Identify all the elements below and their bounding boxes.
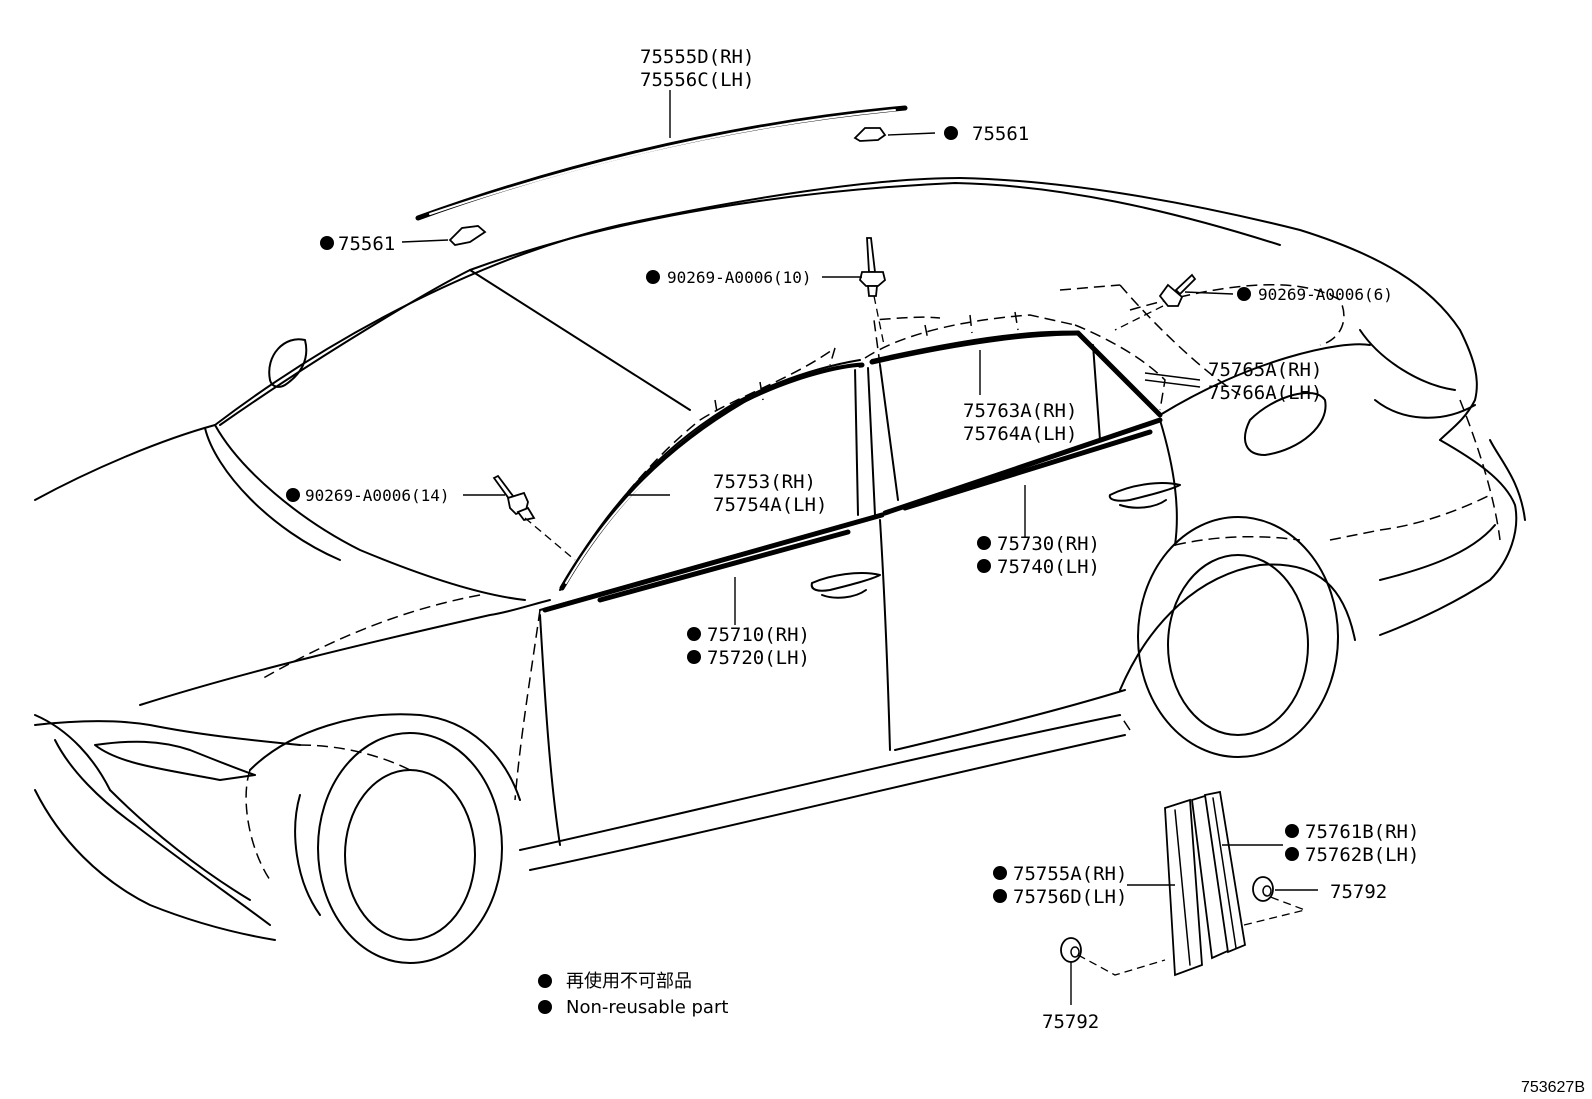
legend: 再使用不可部品 Non-reusable part: [538, 971, 728, 1018]
callout-rear-door-frame-lh: 75764A(LH): [963, 423, 1077, 445]
callout-front-pillar-rh: 75755A(RH): [1013, 863, 1127, 885]
roof-clip-front-part: [448, 225, 487, 246]
callout-front-door-frame-rh: 75753(RH): [713, 471, 816, 493]
rear-quarter-moulding: [1075, 330, 1163, 418]
non-reusable-marker: [646, 270, 660, 284]
callout-rear-door-frame-rh: 75763A(RH): [963, 400, 1077, 422]
non-reusable-marker: [977, 536, 991, 550]
clip-pin-roof: [859, 237, 887, 297]
non-reusable-marker: [687, 627, 701, 641]
non-reusable-marker: [687, 650, 701, 664]
callout-rear-pillar-lh: 75762B(LH): [1305, 844, 1419, 866]
legend-dot-icon: [538, 1000, 552, 1014]
callout-roof-moulding-rh: 75555D(RH): [640, 46, 754, 68]
non-reusable-marker: [944, 126, 958, 140]
callout-rear-pillar-rh: 75761B(RH): [1305, 821, 1419, 843]
legend-dot-icon: [538, 974, 552, 988]
non-reusable-marker: [977, 559, 991, 573]
non-reusable-marker: [993, 889, 1007, 903]
front-door-frame-moulding: [559, 362, 865, 591]
callout-front-belt-lh: 75720(LH): [707, 647, 810, 669]
car-body-outline: [34, 177, 1526, 964]
callout-roof-moulding-lh: 75556C(LH): [640, 69, 754, 91]
non-reusable-marker: [286, 488, 300, 502]
pillar-garnish-parts: [1060, 790, 1308, 977]
non-reusable-marker: [993, 866, 1007, 880]
clip-pin-rear: [1158, 273, 1197, 307]
leader-lines: [401, 90, 1318, 1005]
callout-clip-roof: 90269-A0006(10): [667, 268, 812, 287]
callout-rear-belt-lh: 75740(LH): [997, 556, 1100, 578]
callout-roof-clip-rear: 75561: [972, 123, 1029, 145]
callout-rear-quarter-rh: 75765A(RH): [1208, 359, 1322, 381]
callout-front-pillar-lh: 75756D(LH): [1013, 886, 1127, 908]
callout-front-door-frame-lh: 75754A(LH): [713, 494, 827, 516]
callout-pillar-clip-right: 75792: [1330, 881, 1387, 903]
callout-labels: 75555D(RH) 75556C(LH) 75561 75561 90269-…: [286, 46, 1419, 1033]
non-reusable-marker: [1285, 847, 1299, 861]
non-reusable-marker: [320, 236, 334, 250]
callout-rear-quarter-lh: 75766A(LH): [1208, 382, 1322, 404]
callout-pillar-clip-bottom: 75792: [1042, 1011, 1099, 1033]
front-belt-moulding: [542, 512, 885, 613]
roof-clip-rear-part: [853, 127, 887, 142]
callout-front-belt-rh: 75710(RH): [707, 624, 810, 646]
rear-door-frame-moulding: [869, 330, 1081, 365]
callout-roof-clip-front: 75561: [338, 233, 395, 255]
roof-moulding: [415, 105, 908, 221]
legend-japanese: 再使用不可部品: [566, 971, 692, 992]
non-reusable-marker: [1237, 287, 1251, 301]
callout-clip-front: 90269-A0006(14): [305, 486, 450, 505]
clip-pin-front: [492, 474, 536, 521]
callout-rear-belt-rh: 75730(RH): [997, 533, 1100, 555]
rear-belt-moulding: [882, 417, 1163, 516]
reference-number: 753627B: [1521, 1079, 1585, 1096]
callout-clip-rear: 90269-A0006(6): [1258, 285, 1393, 304]
legend-english: Non-reusable part: [566, 997, 728, 1018]
non-reusable-marker: [1285, 824, 1299, 838]
